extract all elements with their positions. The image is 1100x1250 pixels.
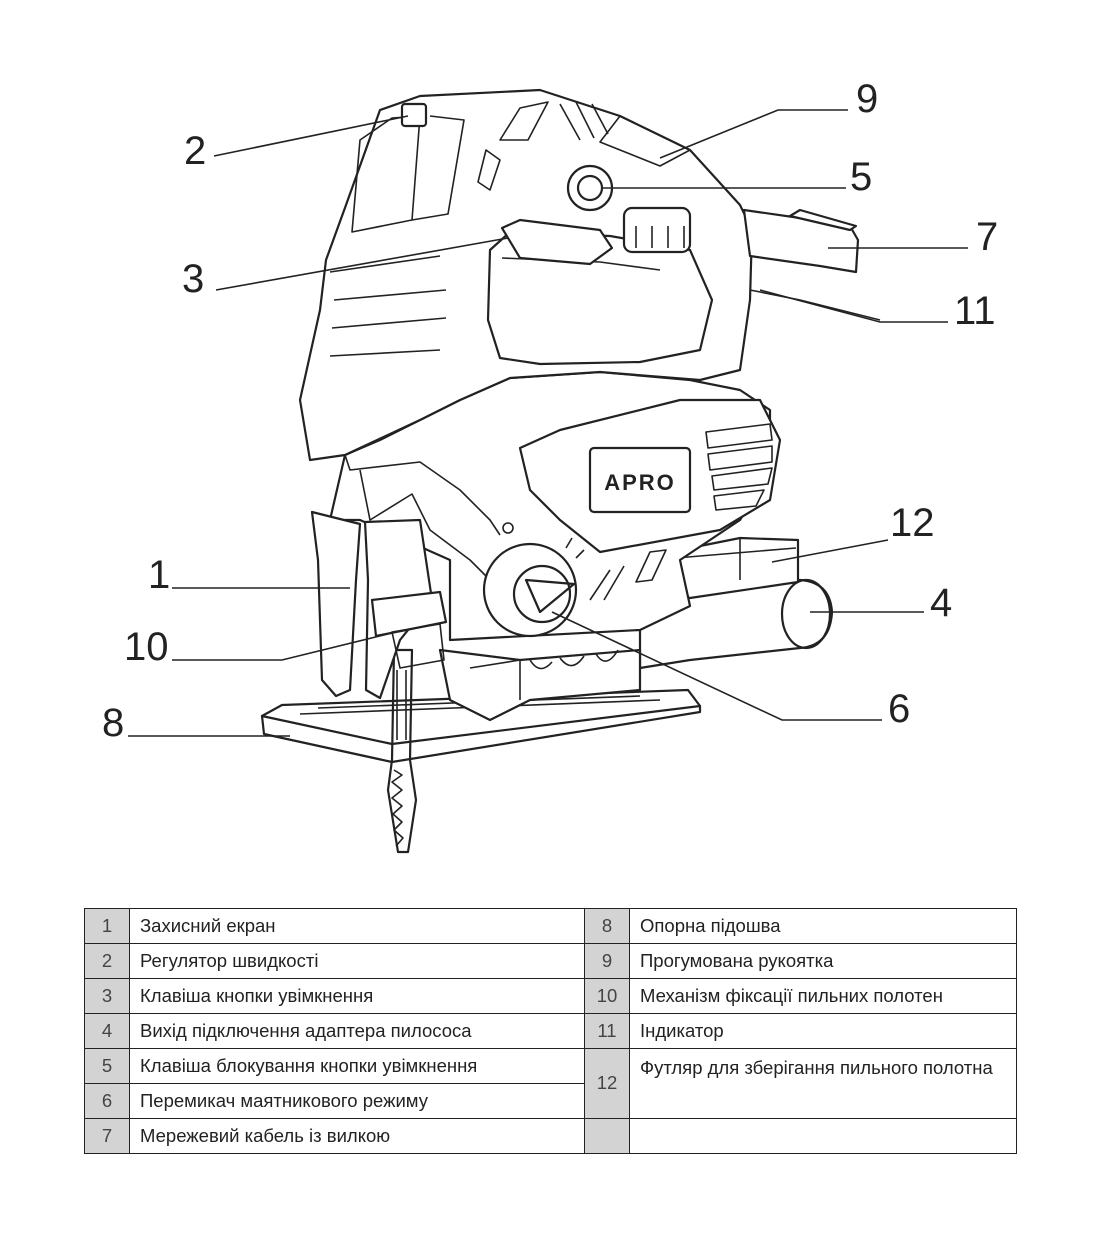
part-number: 6 (84, 1083, 130, 1119)
part-number: 8 (584, 908, 630, 944)
part-number: 9 (584, 943, 630, 979)
table-row: 7 Мережевий кабель із вилкою (84, 1118, 1017, 1154)
empty-number-cell (584, 1118, 630, 1154)
part-label: Механізм фіксації пильних полотен (629, 978, 1017, 1014)
callout-10: 10 (124, 625, 169, 669)
part-label: Захисний екран (129, 908, 585, 944)
part-number: 12 (584, 1048, 630, 1119)
callout-7: 7 (976, 215, 998, 259)
logo-plate (588, 446, 692, 514)
part-number: 7 (84, 1118, 130, 1154)
empty-label-cell (629, 1118, 1017, 1154)
callout-5: 5 (850, 155, 872, 199)
part-number: 10 (584, 978, 630, 1014)
callout-12: 12 (890, 501, 935, 545)
callout-4: 4 (930, 581, 952, 625)
part-number: 1 (84, 908, 130, 944)
callout-1: 1 (148, 553, 170, 597)
callout-leaders (128, 109, 968, 737)
part-label: Клавіша блокування кнопки увімкнення (129, 1048, 585, 1084)
table-row: 2 Регулятор швидкості 9 Прогумована руко… (84, 943, 1017, 979)
part-number: 11 (584, 1013, 630, 1049)
part-number: 5 (84, 1048, 130, 1084)
callout-9: 9 (856, 77, 878, 121)
table-row: 6 Перемикач маятникового режиму (84, 1083, 1017, 1119)
parts-legend-table: 1 Захисний екран 8 Опорна підошва 2 Регу… (84, 908, 1017, 1154)
brand-logo: APRO (604, 470, 676, 495)
table-row: 1 Захисний екран 8 Опорна підошва (84, 908, 1017, 944)
part-label: Футляр для зберігання пильного полотна (629, 1048, 1017, 1119)
callout-11: 11 (954, 289, 996, 333)
jigsaw-diagram: 2 3 1 10 8 9 5 7 11 12 4 6 APRO (102, 77, 998, 854)
part-label: Регулятор швидкості (129, 943, 585, 979)
callout-6: 6 (888, 687, 910, 731)
callout-numbers: 2 3 1 10 8 9 5 7 11 12 4 6 (102, 77, 998, 745)
jigsaw-illustration (260, 88, 881, 854)
callout-8: 8 (102, 701, 124, 745)
table-row: 4 Вихід підключення адаптера пилососа 11… (84, 1013, 1017, 1049)
part-label: Опорна підошва (629, 908, 1017, 944)
callout-3: 3 (182, 257, 204, 301)
part-number: 3 (84, 978, 130, 1014)
part-label: Клавіша кнопки увімкнення (129, 978, 585, 1014)
part-label: Мережевий кабель із вилкою (129, 1118, 585, 1154)
part-number: 2 (84, 943, 130, 979)
part-label: Індикатор (629, 1013, 1017, 1049)
table-row: 5 Клавіша блокування кнопки увімкнення 1… (84, 1048, 1017, 1119)
part-label: Вихід підключення адаптера пилососа (129, 1013, 585, 1049)
part-number: 4 (84, 1013, 130, 1049)
callout-2: 2 (184, 129, 206, 173)
part-label: Прогумована рукоятка (629, 943, 1017, 979)
part-label: Перемикач маятникового режиму (129, 1083, 585, 1119)
table-row: 3 Клавіша кнопки увімкнення 10 Механізм … (84, 978, 1017, 1014)
